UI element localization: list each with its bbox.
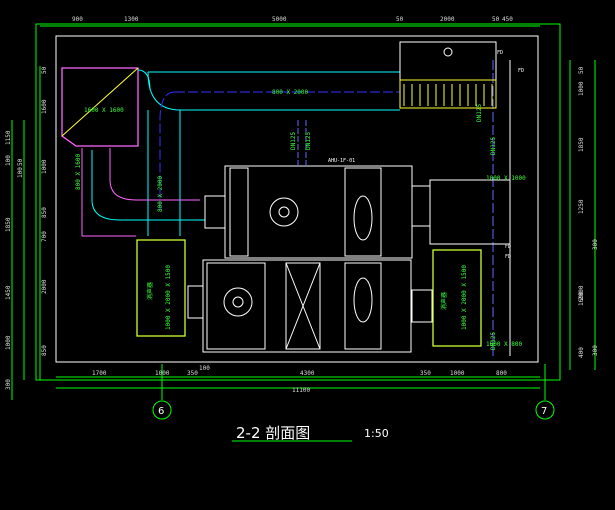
- right-dim-6: 400: [578, 347, 585, 358]
- bottom-dim-5: 350: [420, 370, 431, 377]
- left-dim-0: 50: [41, 66, 48, 74]
- coil-section: [285, 262, 321, 350]
- left-dim-2: 1000: [41, 159, 48, 174]
- left-outer-7: 300: [5, 379, 12, 390]
- left-silencer-size: 1000 X 2000 X 1500: [165, 265, 172, 330]
- right-silencer-size: 1000 X 2000 X 1500: [461, 265, 468, 330]
- top-dim-0: 900: [72, 16, 83, 23]
- right-dim-1: 1000: [578, 81, 585, 96]
- outer-frame: [35, 23, 561, 381]
- damper-right-upper: [411, 185, 431, 227]
- louver-yellow: [399, 79, 497, 109]
- top-right-valve-icon: [443, 47, 453, 57]
- drawing-scale: 1:50: [364, 427, 389, 440]
- bottom-dim-6: 1000: [450, 370, 465, 377]
- left-outer-2: 50: [17, 158, 24, 166]
- left-outer-6: 1000: [5, 335, 12, 350]
- right-dim-3: 1250: [578, 199, 585, 214]
- ahu-label: AHU-1F-01: [328, 158, 355, 164]
- drawing-title: 2-2 剖面图: [236, 424, 310, 442]
- mid-duct-label: 800 X 2000: [157, 175, 164, 212]
- main-duct-centerline: [159, 91, 176, 210]
- ahu-lower-mid-panel: [344, 262, 382, 350]
- bottom-dim-4: 4300: [300, 370, 315, 377]
- ahu-upper-mid-panel: [344, 167, 382, 257]
- axis-7-bubble: [535, 400, 555, 420]
- main-duct-label: 800 X 2000: [272, 89, 309, 96]
- left-outer-4: 1850: [5, 217, 12, 232]
- total-width: 11100: [292, 387, 310, 394]
- coil-diag-2: [285, 262, 321, 350]
- ahu-upper: [224, 165, 413, 259]
- ahu-lower-left-panel: [206, 262, 266, 350]
- bottom-dim-2: 350: [187, 370, 198, 377]
- axis-7-label: 7: [541, 406, 547, 417]
- left-silencer-name: 消声器: [146, 282, 154, 300]
- valve-0: DN125: [290, 132, 297, 150]
- right-outer-0: 300: [592, 239, 599, 250]
- left-dim-3: 850: [41, 207, 48, 218]
- lower-damper-icon: [353, 277, 373, 323]
- left-outer-3: 100: [17, 167, 24, 178]
- left-silencer: [136, 239, 186, 337]
- top-right-louver: [399, 41, 497, 109]
- inner-frame: [55, 35, 539, 363]
- left-dim-6: 850: [41, 345, 48, 356]
- upper-fan-icon: [269, 197, 299, 227]
- left-duct-inner: [91, 150, 205, 221]
- damper-left-lower: [187, 285, 204, 319]
- fd-tag-2: FD: [505, 244, 511, 250]
- left-dim-1: 1600: [41, 99, 48, 114]
- right-dim-0: 50: [578, 66, 585, 74]
- louver-slats: [403, 84, 493, 106]
- bottom-dim-3: 100: [199, 365, 210, 372]
- left-duct: [81, 148, 200, 237]
- valve-2: DN125: [476, 104, 483, 122]
- ahu-lower: [202, 259, 412, 353]
- intake-hood: [61, 67, 139, 147]
- top-dim-6: 450: [502, 16, 513, 23]
- axis-6-bubble: [152, 400, 172, 420]
- left-outer-5: 1450: [5, 285, 12, 300]
- lower-fan-icon: [223, 287, 253, 317]
- right-dim-4: 2000: [578, 285, 585, 300]
- main-duct-bend: [137, 69, 151, 91]
- valve-4: DN125: [490, 332, 497, 350]
- fd-tag-3: FD: [505, 254, 511, 260]
- hood-diagonal: [61, 67, 139, 137]
- ahu-upper-left-panel: [229, 167, 249, 257]
- fd-tag-0: FD: [497, 50, 503, 56]
- top-dim-1: 1300: [124, 16, 139, 23]
- damper-left-upper: [204, 195, 226, 229]
- left-outer-0: 1150: [5, 130, 12, 145]
- upper-damper-icon: [353, 195, 373, 241]
- top-dim-4: 2000: [440, 16, 455, 23]
- valve-1: DN125: [305, 132, 312, 150]
- right-upper-box: [429, 179, 511, 245]
- right-silencer: [432, 249, 482, 347]
- left-duct-label: 800 X 1600: [75, 153, 82, 190]
- bottom-dim-0: 1700: [92, 370, 107, 377]
- upper-fan-hub: [278, 206, 290, 218]
- left-dim-4: 700: [41, 231, 48, 242]
- right-silencer-name: 消声器: [440, 292, 448, 310]
- damper-right-lower: [411, 289, 433, 323]
- right-bottom-label: 1600 X 800: [486, 341, 523, 348]
- lower-fan-hub: [232, 296, 244, 308]
- right-dim-2: 1850: [578, 137, 585, 152]
- top-dim-3: 50: [396, 16, 404, 23]
- top-dim-5: 50: [492, 16, 500, 23]
- right-dim-5: 1600: [578, 291, 585, 306]
- valve-3: DN125: [490, 137, 497, 155]
- right-outer-1: 300: [592, 345, 599, 356]
- right-mid-label: 1000 X 1000: [486, 175, 526, 182]
- axis-6-label: 6: [158, 406, 164, 417]
- left-outer-1: 100: [5, 155, 12, 166]
- fd-tag-1: FD: [518, 68, 524, 74]
- left-dim-5: 2000: [41, 279, 48, 294]
- hood-label: 1600 X 1600: [84, 107, 124, 114]
- top-dim-2: 5000: [272, 16, 287, 23]
- bottom-dim-7: 800: [496, 370, 507, 377]
